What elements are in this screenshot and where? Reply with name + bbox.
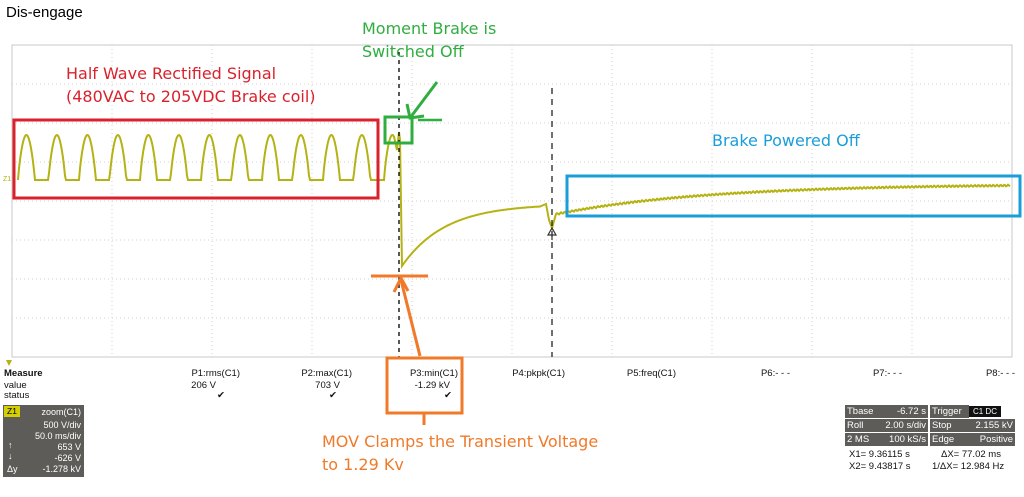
timebase-trigger-panel[interactable]: Tbase -6.72 s Trigger C1 DC Roll 2.00 s/… (845, 405, 1015, 448)
measure-status-label: status (4, 390, 30, 401)
moment-highlight-box (383, 115, 414, 145)
channel-marker: Z1 (3, 176, 11, 183)
param-p2-value: 703 V (315, 380, 340, 391)
roll-value: 2.00 s/div (874, 419, 928, 432)
cursor-inv-dx-readout: 1/ΔX= 12.984 Hz (932, 461, 1005, 472)
waveform-trace (17, 131, 1011, 270)
moment-line-2: Switched Off (362, 42, 464, 61)
param-p2-status: ✔ (329, 390, 337, 401)
zoom-down-value: -626 V (54, 453, 81, 463)
param-p3-name[interactable]: P3:min(C1) (409, 368, 458, 379)
zoom-tdiv: 50.0 ms/div (34, 431, 81, 441)
ground-marker-icon (6, 360, 12, 366)
mov-line-1: MOV Clamps the Transient Voltage (322, 432, 599, 451)
brake-off-annotation: Brake Powered Off (712, 131, 860, 150)
param-p7-name[interactable]: P7:- - - (872, 368, 902, 379)
tbase-label: Tbase (845, 405, 874, 418)
brake-off-highlight-box (565, 174, 1022, 218)
param-p3-status: ✔ (444, 390, 452, 401)
cursor-x2-readout: X2= 9.43817 s (849, 461, 911, 472)
param-p1-status: ✔ (217, 390, 225, 401)
mov-line-2: to 1.29 Kv (322, 455, 404, 474)
mov-arrow (399, 279, 422, 357)
tbase-value: -6.72 s (874, 405, 928, 418)
measure-heading: Measure (4, 368, 43, 379)
memory-label: 2 MS (845, 433, 874, 446)
half-wave-line-2: (480VAC to 205VDC Brake coil) (66, 87, 316, 106)
half-wave-highlight-box (12, 118, 380, 200)
zoom-up-value: 653 V (57, 442, 81, 452)
param-p1-value: 206 V (191, 380, 216, 391)
stop-value: 2.155 kV (959, 419, 1015, 432)
moment-line-1: Moment Brake is (362, 19, 497, 38)
sample-rate-value: 100 kS/s (874, 433, 928, 446)
param-p6-name[interactable]: P6:- - - (760, 368, 790, 379)
zoom-tag-badge: Z1 (4, 406, 20, 417)
page-title: Dis-engage (6, 4, 83, 21)
edge-value: Positive (959, 433, 1015, 446)
zoom-title: zoom(C1) (41, 407, 81, 417)
roll-label: Roll (845, 419, 874, 432)
edge-label: Edge (930, 433, 959, 446)
zoom-trace-panel[interactable]: Z1 zoom(C1) 500 V/div 50.0 ms/div 653 V … (3, 405, 84, 477)
moment-arrow-head-icon (405, 103, 425, 120)
half-wave-annotation: Half Wave Rectified Signal (480VAC to 20… (66, 62, 316, 108)
mov-annotation: MOV Clamps the Transient Voltage to 1.29… (322, 430, 598, 476)
arrow-down-icon: ↓ (8, 451, 13, 461)
param-p1-name[interactable]: P1:rms(C1) (191, 368, 240, 379)
zoom-delta-value: -1.278 kV (42, 464, 81, 474)
zoom-vdiv: 500 V/div (43, 420, 81, 430)
param-p5-name[interactable]: P5:freq(C1) (626, 368, 676, 379)
trigger-badge: C1 DC (969, 406, 1001, 417)
mov-arrow-head-icon (392, 274, 410, 293)
cursor-dx-readout: ΔX= 77.02 ms (941, 449, 1001, 460)
arrow-up-icon: ↑ (8, 440, 13, 450)
stop-label: Stop (930, 419, 959, 432)
moment-arrow (408, 81, 439, 119)
half-wave-line-1: Half Wave Rectified Signal (66, 64, 277, 83)
param-p3-value: -1.29 kV (414, 380, 450, 391)
cursor-x2-marker-icon (546, 226, 558, 240)
grid-lines (12, 45, 1012, 357)
param-p2-name[interactable]: P2:max(C1) (301, 368, 352, 379)
measure-value-label: value (4, 380, 27, 391)
moment-annotation: Moment Brake is Switched Off (362, 17, 496, 63)
zoom-delta-label: Δy (7, 464, 18, 474)
cursor-x1-readout: X1= 9.36115 s (849, 449, 910, 460)
param-p4-name[interactable]: P4:pkpk(C1) (512, 368, 565, 379)
trigger-label: Trigger (930, 405, 969, 418)
param-p8-name[interactable]: P8:- - - (985, 368, 1015, 379)
